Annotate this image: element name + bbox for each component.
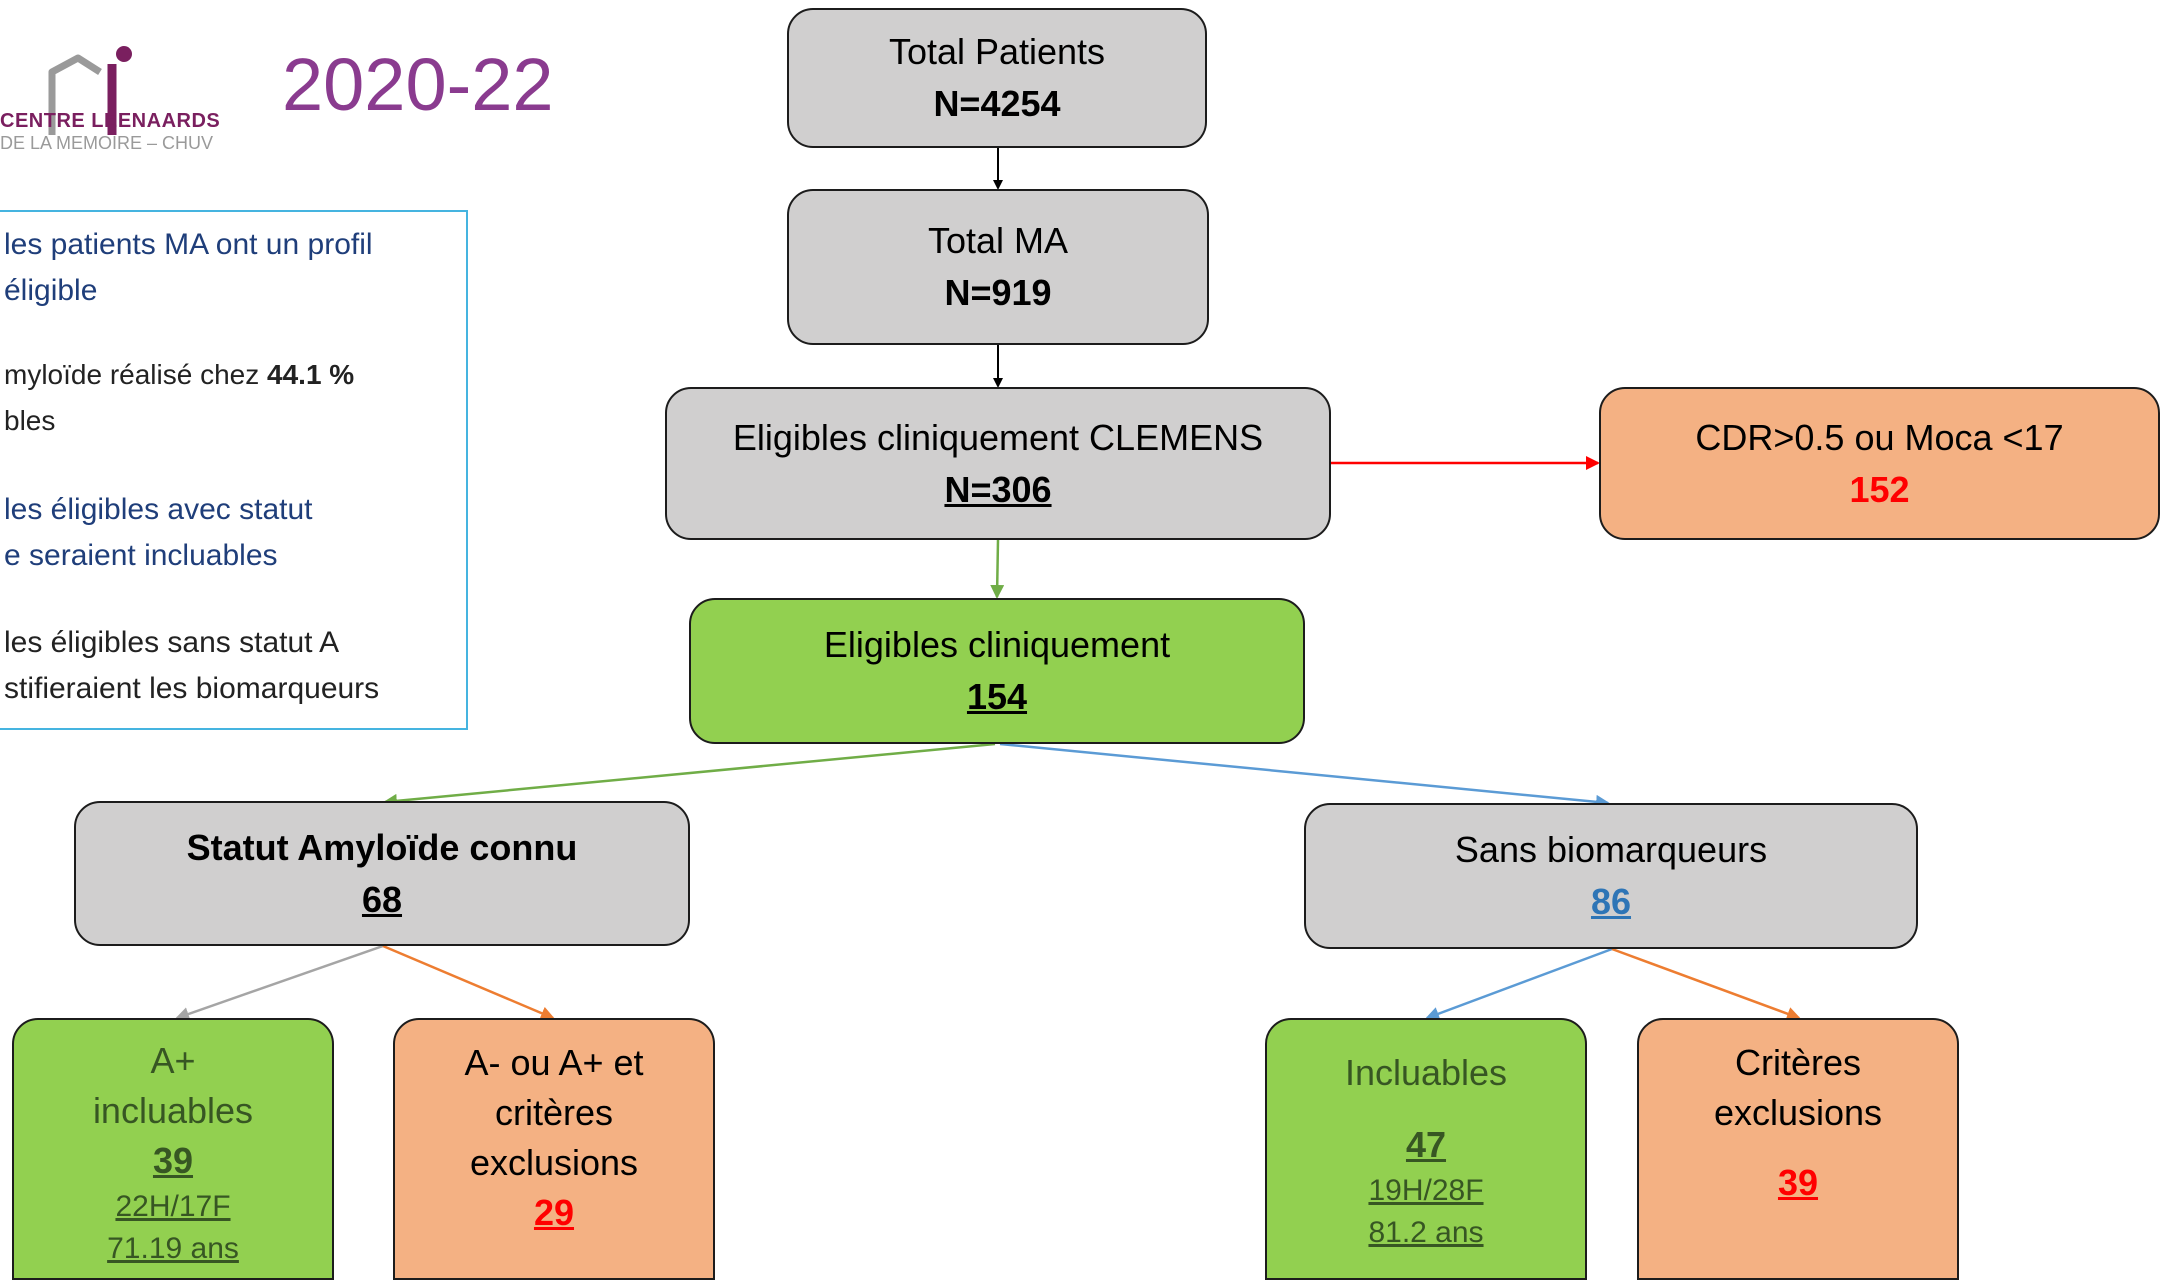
- edge-sansbio-to-criteres: [1611, 947, 1801, 1021]
- node-total-ma: Total MA N=919: [787, 189, 1209, 345]
- node-total-value: N=4254: [933, 83, 1061, 124]
- node-sansbio-label: Sans biomarqueurs: [1454, 829, 1768, 870]
- node-cdr-value: 152: [1849, 468, 1910, 510]
- node-criteres-line1: Critères: [1734, 1042, 1862, 1083]
- node-sans-biomarqueurs: Sans biomarqueurs 86: [1304, 803, 1918, 949]
- node-eligibles-clemens: Eligibles cliniquement CLEMENS N=306: [665, 387, 1331, 540]
- edge-sansbio-to-incluables: [1425, 947, 1613, 1021]
- node-ma-label: Total MA: [927, 220, 1069, 261]
- node-cdr-moca: CDR>0.5 ou Moca <17 152: [1599, 387, 2160, 540]
- node-incluables-value: 47: [1405, 1124, 1447, 1165]
- centre-leenaards-logo: [48, 46, 132, 135]
- node-clemens-label: Eligibles cliniquement CLEMENS: [732, 416, 1264, 458]
- node-criteres-line2: exclusions: [1713, 1092, 1883, 1133]
- node-aminus-line2: critères: [494, 1092, 614, 1133]
- node-sansbio-value: 86: [1590, 881, 1632, 922]
- logo-text-line2: DE LA MEMOIRE – CHUV: [0, 133, 214, 153]
- node-aminus-line1: A- ou A+ et: [464, 1042, 644, 1083]
- node-amyloid-value: 68: [361, 878, 403, 920]
- logo-text-line1: CENTRE LEENAARDS: [0, 110, 221, 132]
- node-aplus-value: 39: [152, 1140, 194, 1181]
- year-title: 2020-22: [282, 43, 554, 126]
- node-eligibles-value: 154: [966, 676, 1028, 717]
- edge-eligibles-to-amyloid: [383, 742, 996, 808]
- node-criteres-exclusions: Critères exclusions 39: [1637, 1018, 1959, 1280]
- node-criteres-value: 39: [1777, 1162, 1819, 1203]
- node-aplus-line1: A+: [150, 1040, 196, 1081]
- node-total-patients: Total Patients N=4254: [787, 8, 1207, 148]
- node-incluables-sex: 19H/28F: [1368, 1174, 1484, 1207]
- node-incluables-label: Incluables: [1344, 1052, 1508, 1093]
- node-total-label: Total Patients: [888, 31, 1106, 72]
- node-aplus-sex: 22H/17F: [115, 1190, 231, 1223]
- edge-amyloid-to-aminus: [382, 944, 555, 1020]
- node-statut-amyloide: Statut Amyloïde connu 68: [74, 801, 690, 946]
- node-aplus-line2: incluables: [92, 1090, 254, 1131]
- node-eligibles-label: Eligibles cliniquement: [823, 624, 1171, 665]
- edge-eligibles-to-sansbio: [999, 742, 1610, 809]
- node-amyloid-label: Statut Amyloïde connu: [186, 826, 578, 868]
- node-aminus-value: 29: [533, 1192, 575, 1233]
- edge-amyloid-to-aplus: [175, 944, 384, 1021]
- node-ma-value: N=919: [944, 272, 1052, 313]
- node-aplus-age: 71.19 ans: [107, 1232, 239, 1265]
- edge-clemens-to-eligibles: [990, 539, 1005, 599]
- node-incluables-age: 81.2 ans: [1368, 1216, 1484, 1249]
- node-aminus-exclusions: A- ou A+ et critères exclusions 29: [393, 1018, 715, 1280]
- node-incluables: Incluables 47 19H/28F 81.2 ans: [1265, 1018, 1587, 1280]
- node-aminus-line3: exclusions: [469, 1142, 639, 1183]
- node-aplus-incluables: A+ incluables 39 22H/17F 71.19 ans: [12, 1018, 334, 1280]
- node-cdr-label: CDR>0.5 ou Moca <17: [1695, 416, 2064, 458]
- panel-point-2: myloïde réalisé chez 44.1 %bles: [4, 359, 355, 436]
- node-clemens-value: N=306: [944, 468, 1052, 510]
- node-eligibles-cliniquement: Eligibles cliniquement 154: [689, 598, 1305, 744]
